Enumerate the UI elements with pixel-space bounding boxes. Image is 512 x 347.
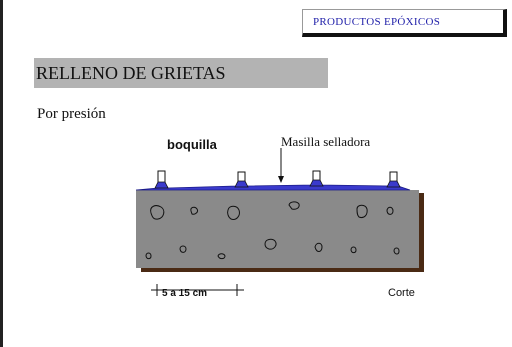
nozzle-3 [309,170,324,187]
slide-left-border [0,0,3,347]
category-label: PRODUCTOS EPÓXICOS [313,15,441,28]
sealant-layer [135,181,411,191]
concrete-block [136,190,419,268]
sealant-label: Masilla selladora [281,134,371,149]
spacing-dimension-line [151,284,244,296]
nozzle-2 [234,171,249,188]
title-bar: RELLENO DE GRIETAS [34,58,328,88]
nozzle-4 [386,171,401,188]
subtitle: Por presión [37,106,106,122]
category-tag: PRODUCTOS EPÓXICOS [302,9,507,37]
spacing-label: 5 a 15 cm [162,288,208,299]
nozzle-1 [154,170,169,189]
aggregate-stones [145,201,400,260]
section-label: Corte [388,287,415,299]
sealant-arrowhead [278,176,284,183]
page-title: RELLENO DE GRIETAS [36,62,226,83]
nozzle-label: boquilla [167,137,217,152]
